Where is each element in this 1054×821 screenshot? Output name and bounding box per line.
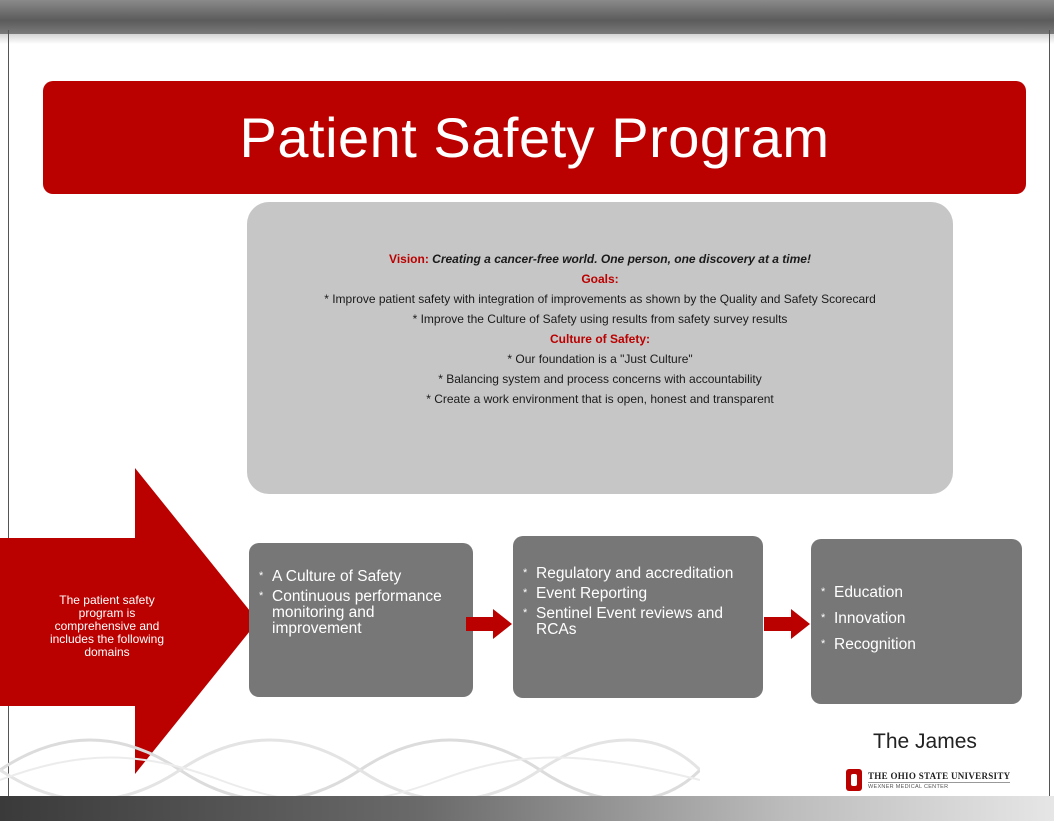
medical-center-name: WEXNER MEDICAL CENTER bbox=[868, 783, 949, 790]
goal-item: * Improve the Culture of Safety using re… bbox=[412, 312, 788, 326]
culture-item: * Create a work environment that is open… bbox=[426, 392, 774, 406]
domain-box-safety-culture: A Culture of Safety Continuous performan… bbox=[249, 543, 473, 697]
vision-label: Vision: bbox=[389, 252, 429, 266]
domain-box-education: Education Innovation Recognition bbox=[811, 539, 1022, 704]
osu-block-o-icon bbox=[846, 769, 862, 791]
list-item: Innovation bbox=[821, 610, 1011, 627]
arrow-right-icon bbox=[466, 609, 512, 639]
big-arrow-text: The patient safety program is comprehens… bbox=[49, 593, 165, 659]
page-title: Patient Safety Program bbox=[239, 106, 830, 169]
vision-panel: Vision: Creating a cancer-free world. On… bbox=[247, 202, 953, 494]
list-item: Recognition bbox=[821, 636, 1011, 653]
title-banner: Patient Safety Program bbox=[43, 81, 1026, 194]
list-item: Education bbox=[821, 584, 1011, 601]
slide-frame bbox=[8, 30, 1050, 816]
list-item: Continuous performance monitoring and im… bbox=[259, 588, 459, 637]
goals-label: Goals: bbox=[581, 272, 619, 286]
list-item: A Culture of Safety bbox=[259, 568, 459, 585]
bottom-bar bbox=[0, 796, 1054, 821]
domain-box-regulatory: Regulatory and accreditation Event Repor… bbox=[513, 536, 763, 698]
big-red-arrow bbox=[0, 468, 258, 774]
culture-label: Culture of Safety: bbox=[549, 332, 650, 346]
list-item: Event Reporting bbox=[523, 585, 753, 602]
dna-helix-decoration bbox=[0, 738, 700, 800]
vision-line: Vision: Creating a cancer-free world. On… bbox=[275, 252, 925, 266]
arrow-right-icon bbox=[764, 609, 810, 639]
list-item: Regulatory and accreditation bbox=[523, 565, 753, 582]
top-bar-shadow bbox=[0, 34, 1054, 44]
university-name: THE OHIO STATE UNIVERSITY bbox=[868, 770, 1011, 783]
culture-item: * Our foundation is a "Just Culture" bbox=[507, 352, 693, 366]
list-item: Sentinel Event reviews and RCAs bbox=[523, 605, 753, 638]
top-bar bbox=[0, 0, 1054, 34]
goal-item: * Improve patient safety with integratio… bbox=[324, 292, 876, 306]
culture-item: * Balancing system and process concerns … bbox=[438, 372, 762, 386]
vision-text: Creating a cancer-free world. One person… bbox=[432, 252, 811, 266]
brand-name: The James bbox=[873, 730, 977, 753]
osu-logo-block: THE OHIO STATE UNIVERSITY WEXNER MEDICAL… bbox=[846, 769, 1011, 791]
